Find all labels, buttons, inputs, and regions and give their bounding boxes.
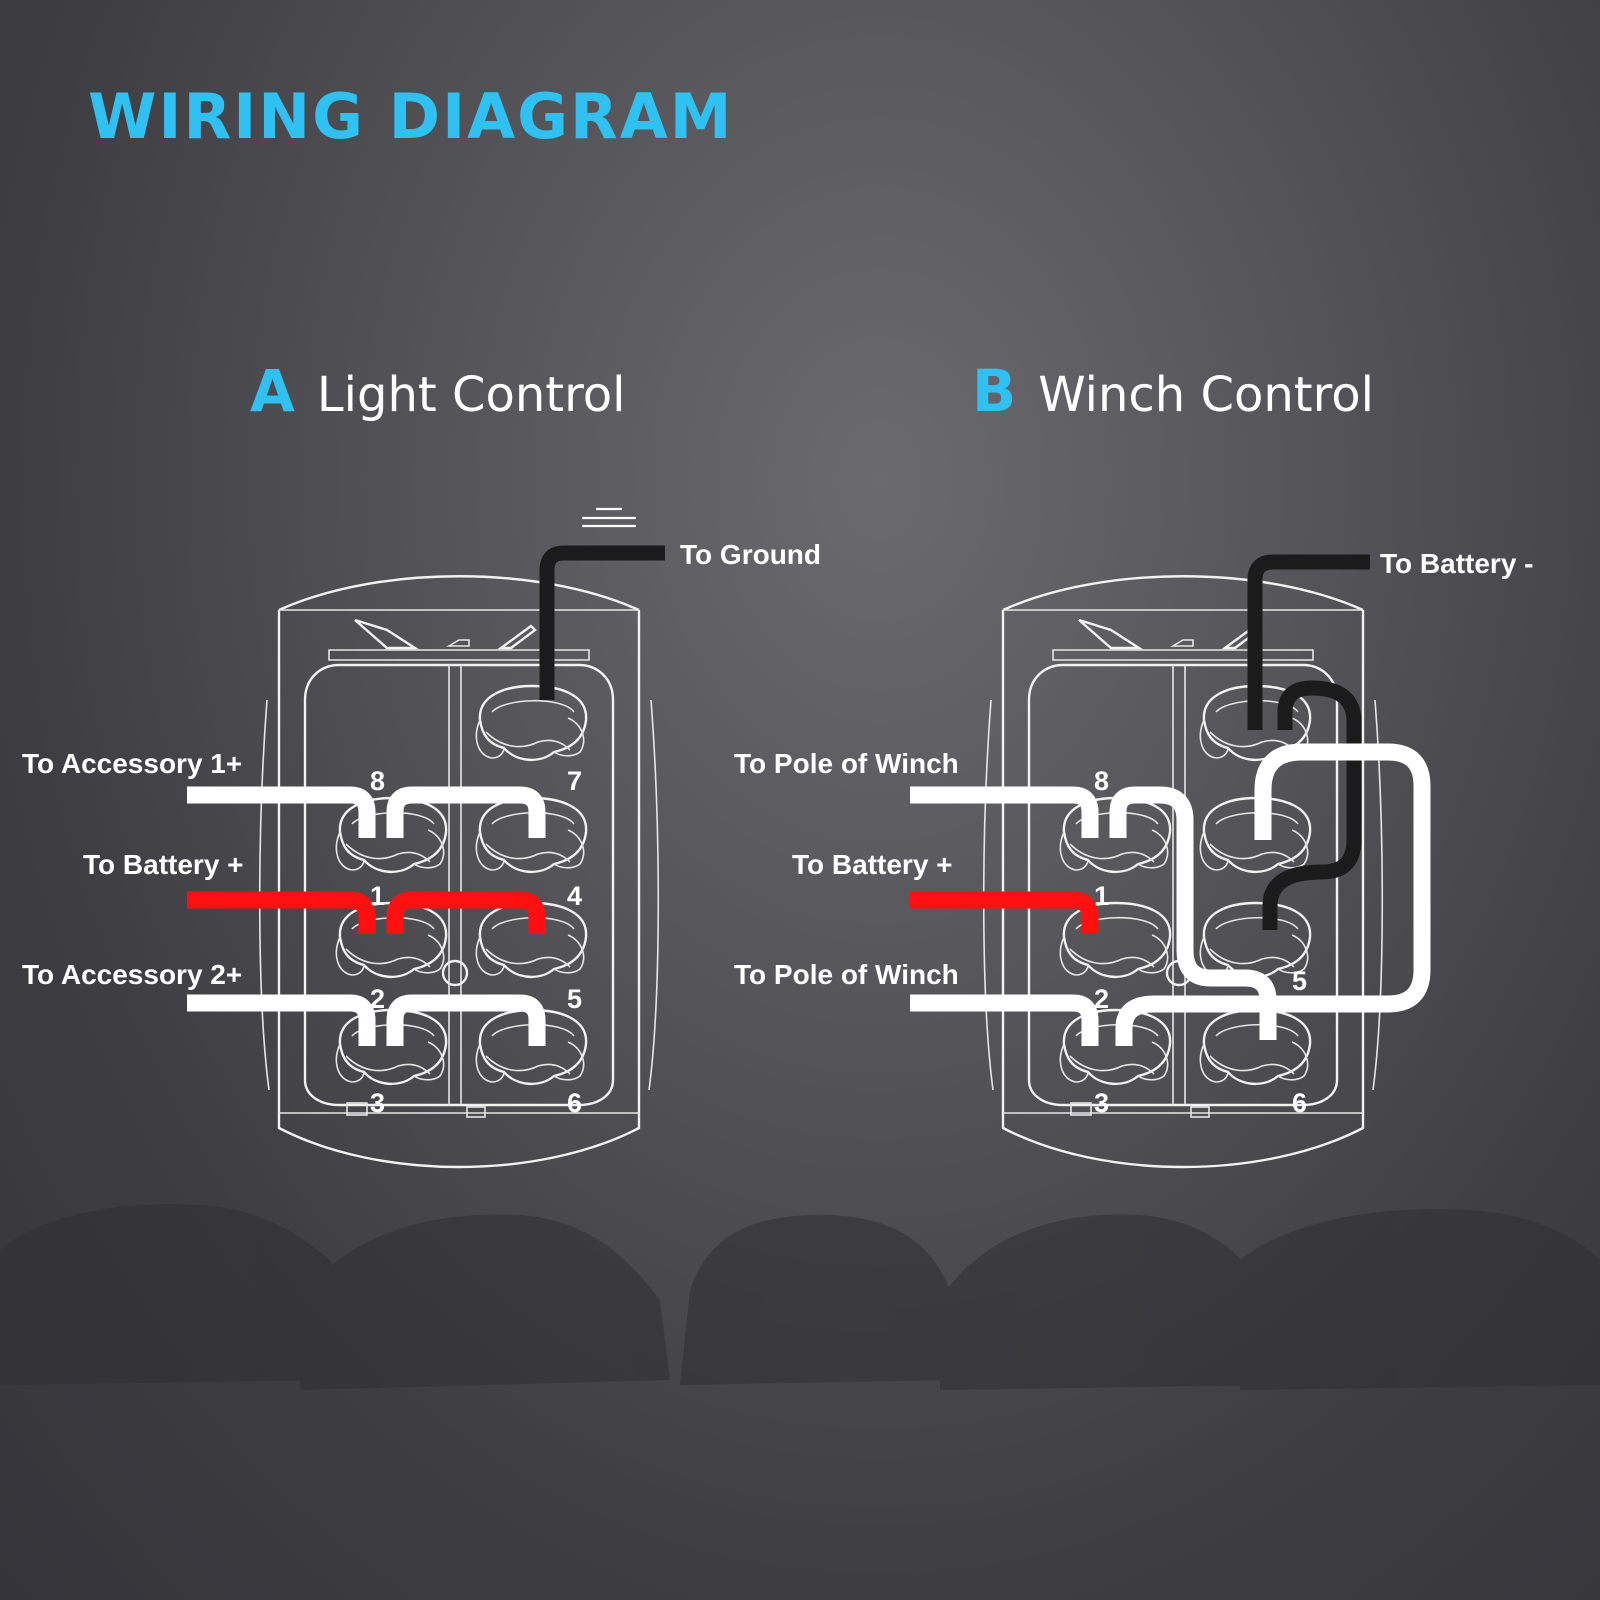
panel-b-wire-white-loop [1115,743,1431,1046]
panel-a-pin-5: 5 [567,984,582,1014]
label-to-pole-of-winch-1: To Pole of Winch [734,748,959,779]
panel-b-terminal-1 [1059,901,1172,979]
panel-a-wire-accessory2 [187,994,546,1046]
panel-b-wire-pole-2 [910,994,1099,1046]
label-to-ground: To Ground [680,539,821,570]
panel-b-pin-2: 2 [1094,984,1109,1014]
panel-a-pin-3: 3 [370,1088,385,1118]
panel-a-terminal-7 [475,684,588,762]
panel-b-wire-pole-1 [910,786,1277,1040]
panel-b-terminal-2 [1059,1008,1172,1086]
diagram-title: WIRING DIAGRAM [88,80,734,153]
panel-a-letter: A [250,357,295,425]
panel-b-wire-battery-positive [910,891,1099,934]
label-to-battery-positive-b: To Battery + [792,849,953,880]
panel-b-pin-5: 5 [1292,966,1307,996]
label-to-pole-of-winch-2: To Pole of Winch [734,959,959,990]
panel-a-pin-7: 7 [567,766,582,796]
panel-b-title: Winch Control [1038,367,1374,423]
panel-a-switch [258,575,660,1169]
panel-b-pin-6: 6 [1292,1088,1307,1118]
panel-a-wire-accessory1 [187,786,546,838]
panel-a-wire-battery [187,891,546,934]
panel-b-wire-battery-negative [1247,554,1370,730]
panel-a-title: Light Control [316,367,626,423]
panel-b-letter: B [972,357,1017,425]
panel-a-switch-body [258,575,660,1169]
label-to-accessory-1: To Accessory 1+ [22,748,242,779]
panel-b-pin-3: 3 [1094,1088,1109,1118]
panel-a-pin-4: 4 [567,881,582,911]
ground-symbol-icon [582,507,636,528]
panel-a-pin-2: 2 [370,984,385,1014]
panel-b-terminal-5 [1199,1008,1312,1086]
panel-a-pin-6: 6 [567,1088,582,1118]
panel-a-wire-ground [539,545,665,700]
panel-a-pin-1: 1 [370,881,385,911]
panel-b-wire-black-jumper [1262,680,1362,930]
label-to-battery-positive-a: To Battery + [83,849,244,880]
panel-b-pin-1: 1 [1094,881,1109,911]
label-to-battery-negative: To Battery - [1380,548,1534,579]
label-to-accessory-2: To Accessory 2+ [22,959,242,990]
panel-b-pin-8: 8 [1094,766,1109,796]
background-cars [0,1204,1600,1390]
panel-a-pin-8: 8 [370,766,385,796]
